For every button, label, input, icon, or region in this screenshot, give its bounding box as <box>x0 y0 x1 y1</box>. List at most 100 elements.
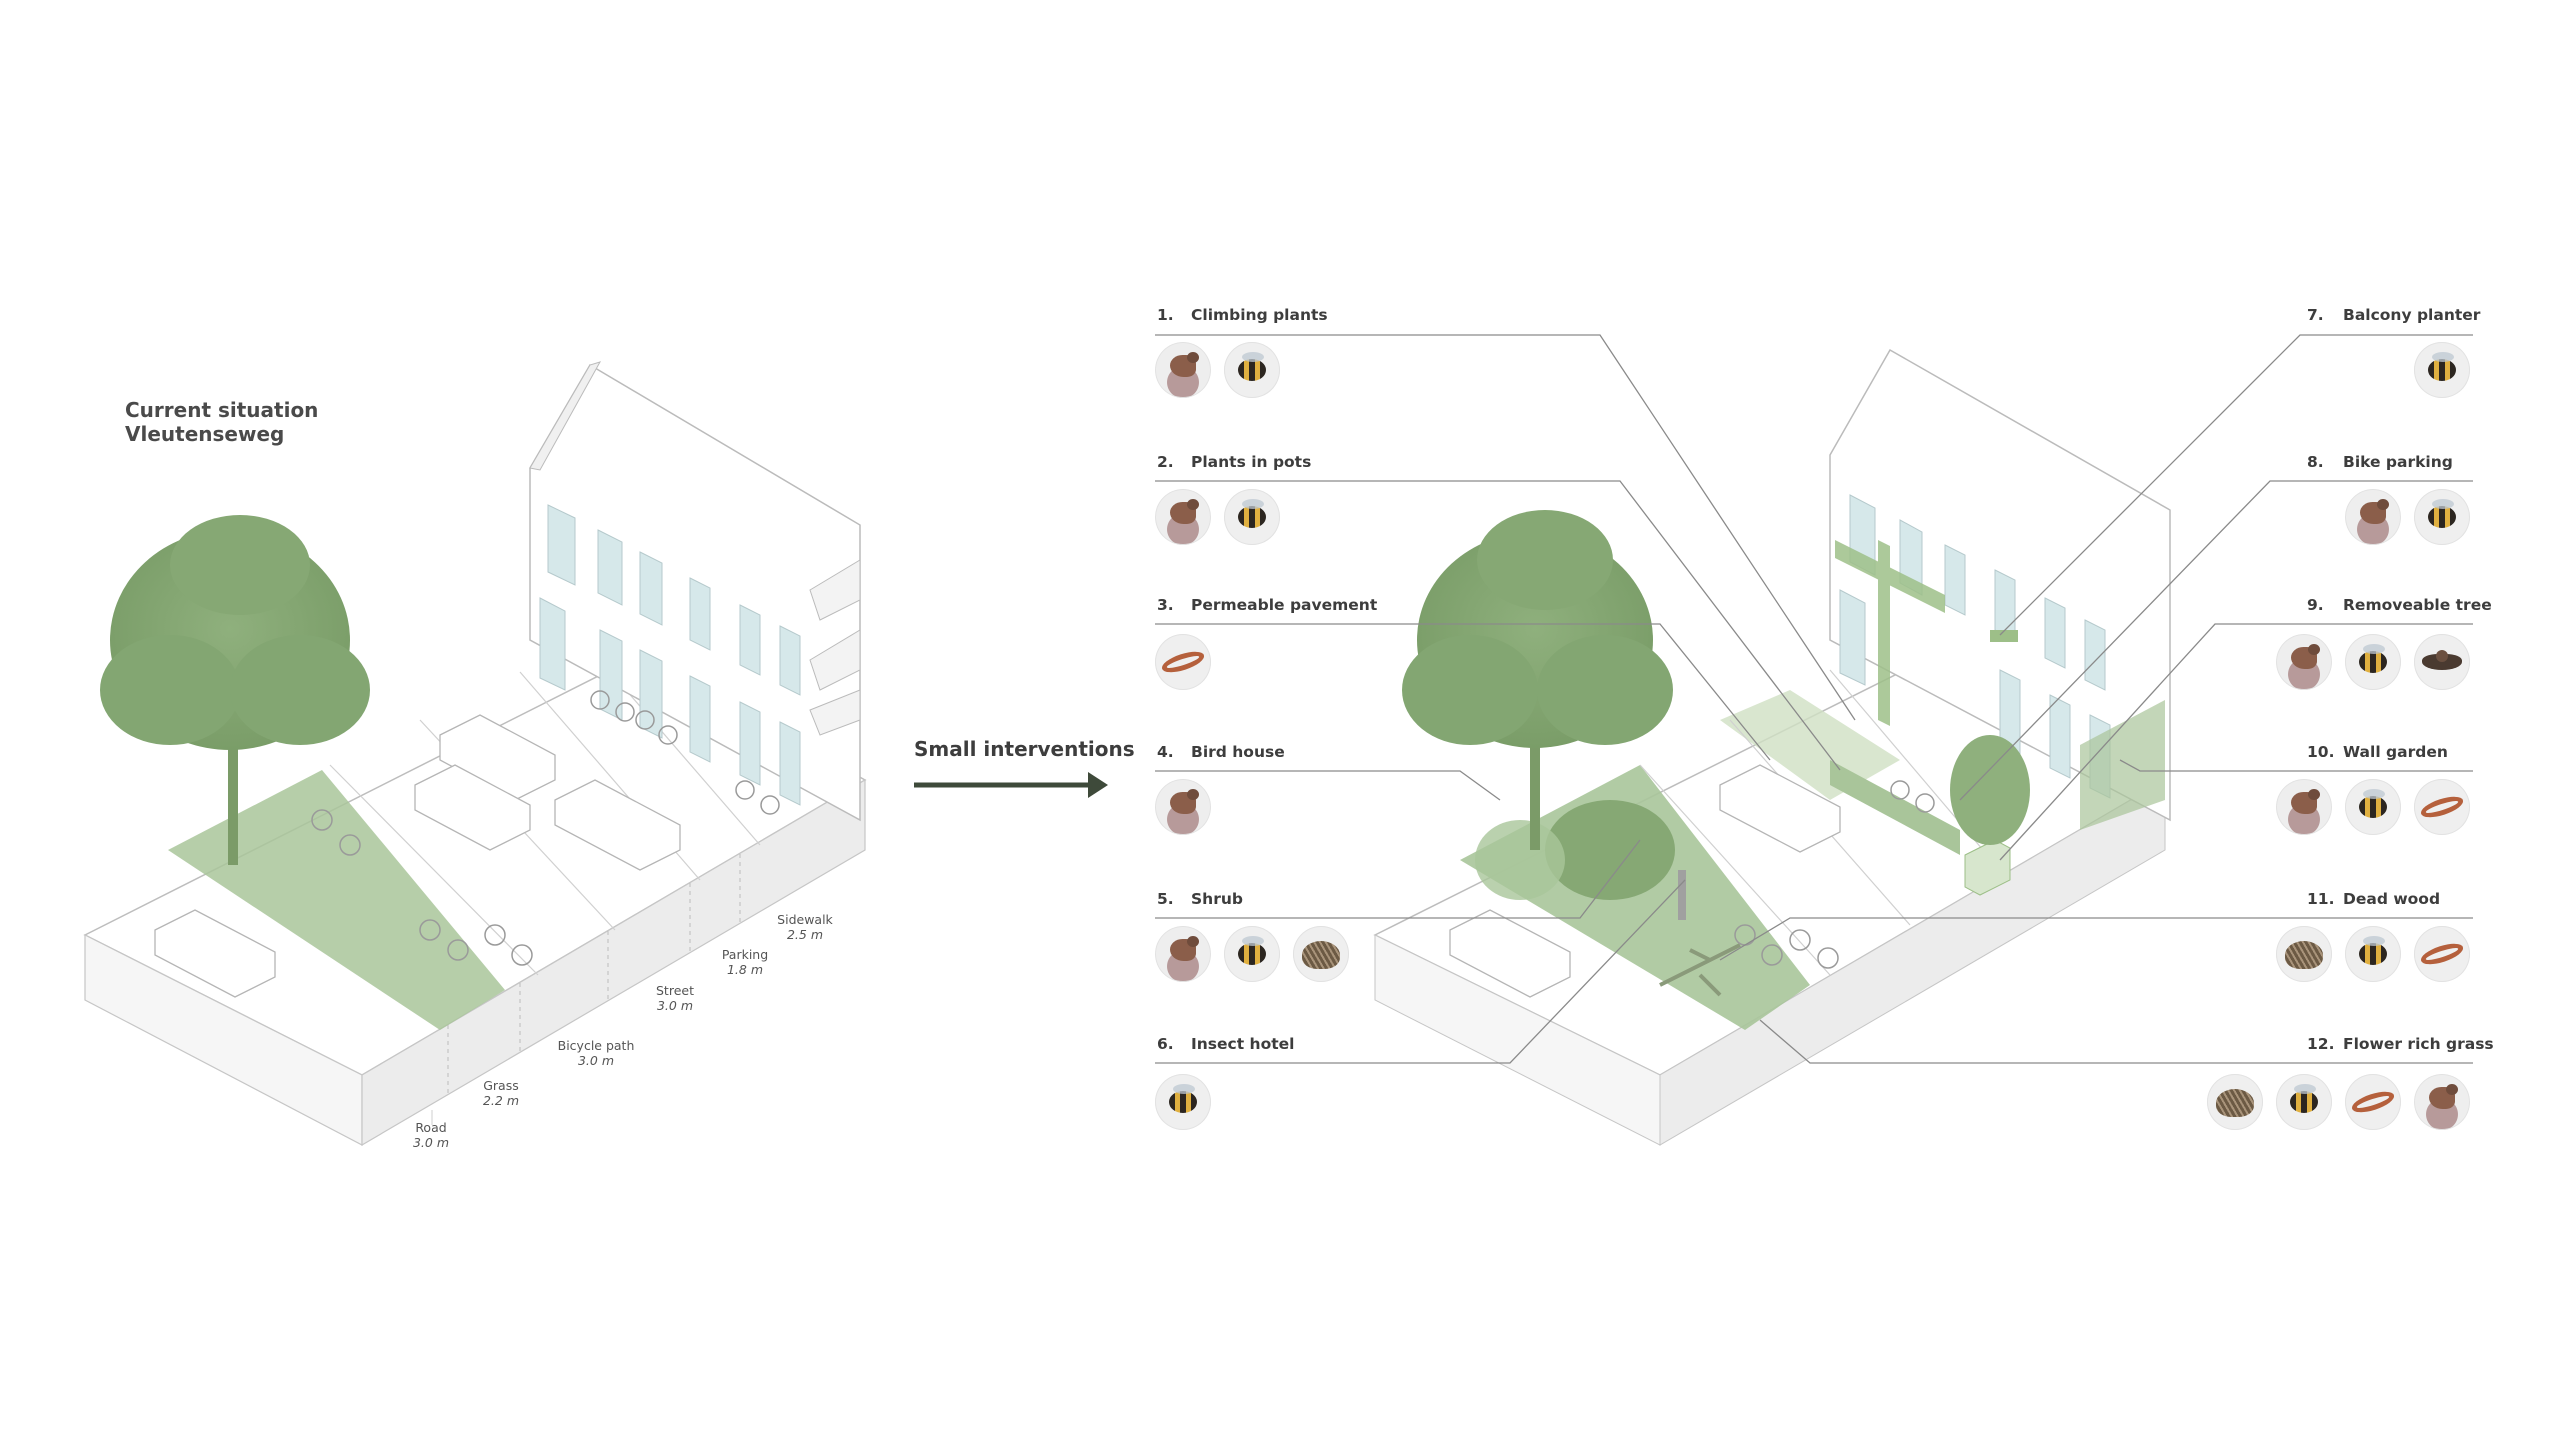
arrow-label: Small interventions <box>914 737 1135 761</box>
legend-item-climbing-plants: 1. Climbing plants <box>1157 306 1328 324</box>
bee-icon <box>2345 926 2401 982</box>
shrub <box>1545 800 1675 900</box>
bicycles <box>311 690 780 966</box>
hedgehog-icon <box>2207 1074 2263 1130</box>
legend-number: 2. <box>1157 453 1174 471</box>
bee-icon <box>1155 1074 1211 1130</box>
bee-icon <box>2345 634 2401 690</box>
legend-item-bird-house: 4. Bird house <box>1157 743 1285 761</box>
bee-icon <box>2276 1074 2332 1130</box>
dimension-value: 3.0 m <box>577 1053 615 1068</box>
dimension-label: Parking <box>721 947 769 962</box>
dimension-label: Road <box>415 1120 447 1135</box>
dimension-label: Bicycle path <box>557 1038 635 1053</box>
bird-icon <box>2276 634 2332 690</box>
bee-icon <box>2414 489 2470 545</box>
bird-icon <box>1155 926 1211 982</box>
legend-label: Bird house <box>1191 743 1285 761</box>
dimension-road: Road 3.0 m <box>396 1120 466 1150</box>
removable-tree <box>1950 735 2030 845</box>
existing-tree <box>100 515 370 865</box>
bat-icon <box>2414 634 2470 690</box>
dimension-sidewalk: Sidewalk 2.5 m <box>770 912 840 942</box>
legend-number: 6. <box>1157 1035 1174 1053</box>
bird-icon <box>1155 779 1211 835</box>
bird-icon <box>2345 489 2401 545</box>
bird-icon <box>2276 779 2332 835</box>
bee-icon <box>2345 779 2401 835</box>
current-situation-diagram <box>83 361 867 1147</box>
legend-item-balcony-planter: 7. Balcony planter <box>2307 306 2480 324</box>
dimension-value: 3.0 m <box>412 1135 450 1150</box>
legend-number: 8. <box>2307 453 2324 471</box>
legend-number: 3. <box>1157 596 1174 614</box>
balcony-planter <box>1990 630 2018 642</box>
existing-tree-2 <box>1402 510 1673 850</box>
leader-lines <box>1155 334 2473 1064</box>
legend-number: 7. <box>2307 306 2324 324</box>
legend-item-shrub: 5. Shrub <box>1157 890 1243 908</box>
legend-label: Plants in pots <box>1191 453 1312 471</box>
legend-label: Shrub <box>1191 890 1243 908</box>
permeable-pavement-area <box>1720 690 1900 800</box>
species-icons <box>2207 1074 2470 1130</box>
legend-label: Removeable tree <box>2343 596 2492 614</box>
species-icons <box>2276 779 2470 835</box>
diagram-title: Current situation Vleutenseweg <box>125 398 318 446</box>
dimension-parking: Parking 1.8 m <box>710 947 780 977</box>
legend-label: Balcony planter <box>2343 306 2481 324</box>
hedgehog-icon <box>1293 926 1349 982</box>
dimension-label: Street <box>656 983 694 998</box>
species-icons <box>2414 342 2470 398</box>
bee-icon <box>1224 926 1280 982</box>
legend-label: Insect hotel <box>1191 1035 1295 1053</box>
parked-cars <box>154 714 681 998</box>
dimension-value: 3.0 m <box>656 998 694 1013</box>
grass-strip <box>168 770 505 1030</box>
species-icons <box>2345 489 2470 545</box>
legend-item-permeable-pavement: 3.Permeable pavement <box>1157 596 1377 614</box>
worm-icon <box>2345 1074 2401 1130</box>
dimension-label: Grass <box>483 1078 519 1093</box>
species-icons <box>2276 926 2470 982</box>
species-icons <box>1155 634 1211 690</box>
insect-hotel <box>1678 870 1686 920</box>
legend-item-bike-parking: 8. Bike parking <box>2307 453 2453 471</box>
worm-icon <box>1155 634 1211 690</box>
legend-number: 9. <box>2307 596 2324 614</box>
bee-icon <box>1224 342 1280 398</box>
legend-number: 12. <box>2307 1035 2335 1053</box>
dimension-value: 1.8 m <box>726 962 764 977</box>
legend-number: 5. <box>1157 890 1174 908</box>
legend-item-wall-garden: 10.Wall garden <box>2307 743 2448 761</box>
legend-item-insect-hotel: 6. Insect hotel <box>1157 1035 1294 1053</box>
legend-number: 1. <box>1157 306 1174 324</box>
wall-garden <box>2080 700 2165 830</box>
legend-item-dead-wood: 11.Dead wood <box>2307 890 2440 908</box>
dimension-value: 2.2 m <box>482 1093 520 1108</box>
species-icons <box>1155 926 1349 982</box>
dimension-bicycle-path: Bicycle path 3.0 m <box>548 1038 644 1068</box>
legend-item-flower-rich-grass: 12.Flower rich grass <box>2307 1035 2494 1053</box>
building-greened <box>1829 348 2171 830</box>
legend-item-removeable-tree: 9. Removeable tree <box>2307 596 2492 614</box>
legend-label: Climbing plants <box>1191 306 1328 324</box>
species-icons <box>1155 1074 1211 1130</box>
dimension-label: Sidewalk <box>777 912 833 927</box>
ground-slab-side <box>361 778 866 1147</box>
species-icons <box>1155 779 1211 835</box>
species-icons <box>1155 342 1280 398</box>
legend-number: 10. <box>2307 743 2335 761</box>
bird-icon <box>2414 1074 2470 1130</box>
dimension-value: 2.5 m <box>786 927 824 942</box>
dead-wood <box>1659 943 1741 997</box>
legend-number: 11. <box>2307 890 2335 908</box>
legend-label: Bike parking <box>2343 453 2453 471</box>
transition-arrow <box>914 772 1108 798</box>
hedgehog-icon <box>2276 926 2332 982</box>
title-line-2: Vleutenseweg <box>125 422 285 446</box>
worm-icon <box>2414 926 2470 982</box>
legend-item-plants-in-pots: 2. Plants in pots <box>1157 453 1311 471</box>
legend-number: 4. <box>1157 743 1174 761</box>
